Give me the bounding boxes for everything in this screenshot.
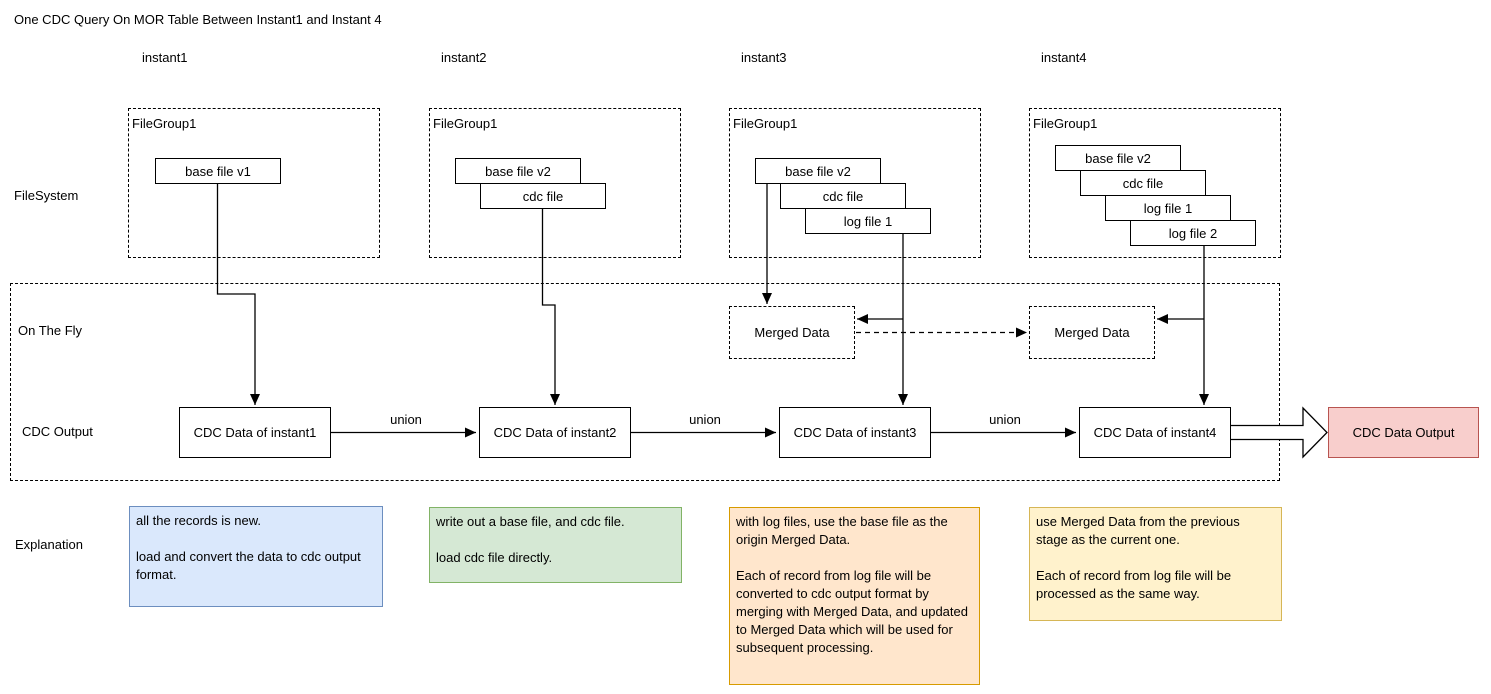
filegroup-label: FileGroup1 xyxy=(433,116,498,131)
filegroup-box-instant4: FileGroup1 xyxy=(1029,108,1281,258)
filegroup-box-instant3: FileGroup1 xyxy=(729,108,981,258)
row-label-filesystem: FileSystem xyxy=(14,188,79,203)
explanation-box-instant4: use Merged Data from the previous stage … xyxy=(1029,507,1282,621)
filegroup-label: FileGroup1 xyxy=(132,116,197,131)
file-box-log-file-1: log file 1 xyxy=(805,208,931,234)
instant2-label: instant2 xyxy=(441,50,487,65)
union-label-1: union xyxy=(390,412,422,427)
merged-data-box-instant3: Merged Data xyxy=(729,306,855,359)
file-box-base-file-v1: base file v1 xyxy=(155,158,281,184)
union-label-2: union xyxy=(689,412,721,427)
instant3-label: instant3 xyxy=(741,50,787,65)
row-label-explanation: Explanation xyxy=(15,537,83,552)
row-label-on-the-fly: On The Fly xyxy=(18,323,83,338)
file-box-log-file-1: log file 1 xyxy=(1105,195,1231,221)
on-the-fly-region-box xyxy=(10,283,1280,481)
diagram-title: One CDC Query On MOR Table Between Insta… xyxy=(14,12,382,27)
explanation-box-instant1: all the records is new. load and convert… xyxy=(129,506,383,607)
cdc-data-box-instant3: CDC Data of instant3 xyxy=(779,407,931,458)
merged-data-box-instant4: Merged Data xyxy=(1029,306,1155,359)
explanation-box-instant2: write out a base file, and cdc file. loa… xyxy=(429,507,682,583)
file-box-cdc-file: cdc file xyxy=(480,183,606,209)
filegroup-label: FileGroup1 xyxy=(1033,116,1098,131)
union-label-3: union xyxy=(989,412,1021,427)
cdc-data-box-instant2: CDC Data of instant2 xyxy=(479,407,631,458)
file-box-cdc-file: cdc file xyxy=(1080,170,1206,196)
instant1-label: instant1 xyxy=(142,50,188,65)
file-box-log-file-2: log file 2 xyxy=(1130,220,1256,246)
row-label-cdc-output: CDC Output xyxy=(22,424,93,439)
cdc-data-box-instant4: CDC Data of instant4 xyxy=(1079,407,1231,458)
file-box-base-file-v2: base file v2 xyxy=(1055,145,1181,171)
explanation-box-instant3: with log files, use the base file as the… xyxy=(729,507,980,685)
filegroup-label: FileGroup1 xyxy=(733,116,798,131)
file-box-base-file-v2: base file v2 xyxy=(755,158,881,184)
file-box-cdc-file: cdc file xyxy=(780,183,906,209)
file-box-base-file-v2: base file v2 xyxy=(455,158,581,184)
cdc-data-output-box: CDC Data Output xyxy=(1328,407,1479,458)
cdc-data-box-instant1: CDC Data of instant1 xyxy=(179,407,331,458)
instant4-label: instant4 xyxy=(1041,50,1087,65)
